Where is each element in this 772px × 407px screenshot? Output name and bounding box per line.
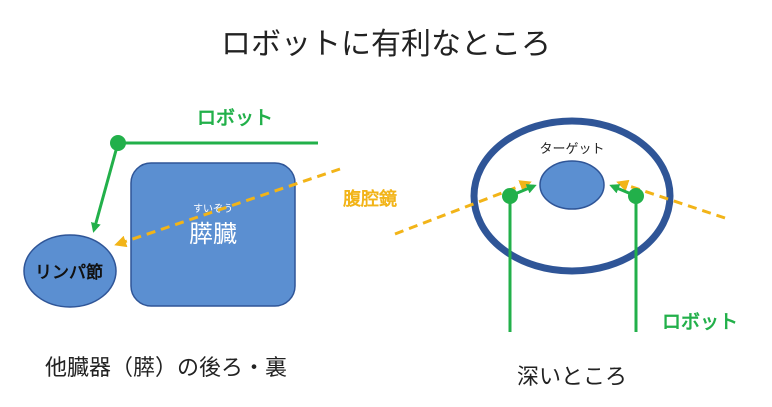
left-caption: 他臓器（膵）の後ろ・裏 bbox=[45, 356, 287, 381]
left-panel: すいぞう 膵臓 リンパ節 ロボット 腹腔鏡 他臓器（膵）の後ろ・裏 bbox=[23, 107, 397, 381]
pancreas-ruby: すいぞう bbox=[193, 203, 233, 215]
pancreas-label: 膵臓 bbox=[189, 220, 237, 248]
robot-label-left: ロボット bbox=[197, 107, 273, 129]
right-caption: 深いところ bbox=[517, 365, 627, 390]
robot-joint-right-dot bbox=[628, 188, 644, 204]
target-label: ターゲット bbox=[539, 142, 604, 157]
robot-joint-dot bbox=[110, 135, 126, 151]
lymph-node-shape bbox=[23, 234, 117, 308]
laparoscope-label: 腹腔鏡 bbox=[343, 188, 397, 210]
right-panel: ターゲット ロボット 深いところ bbox=[394, 117, 738, 390]
robot-arm-arrow bbox=[91, 142, 120, 233]
lymph-node-label: リンパ節 bbox=[35, 262, 103, 283]
body-cavity-ring bbox=[470, 117, 674, 275]
page-title: ロボットに有利なところ bbox=[221, 27, 551, 62]
scope-left bbox=[394, 180, 532, 236]
robot-joint-left-dot bbox=[502, 188, 518, 204]
laparoscope-arrow bbox=[114, 167, 341, 248]
target-shape bbox=[539, 160, 605, 210]
robot-label-right: ロボット bbox=[662, 311, 738, 333]
